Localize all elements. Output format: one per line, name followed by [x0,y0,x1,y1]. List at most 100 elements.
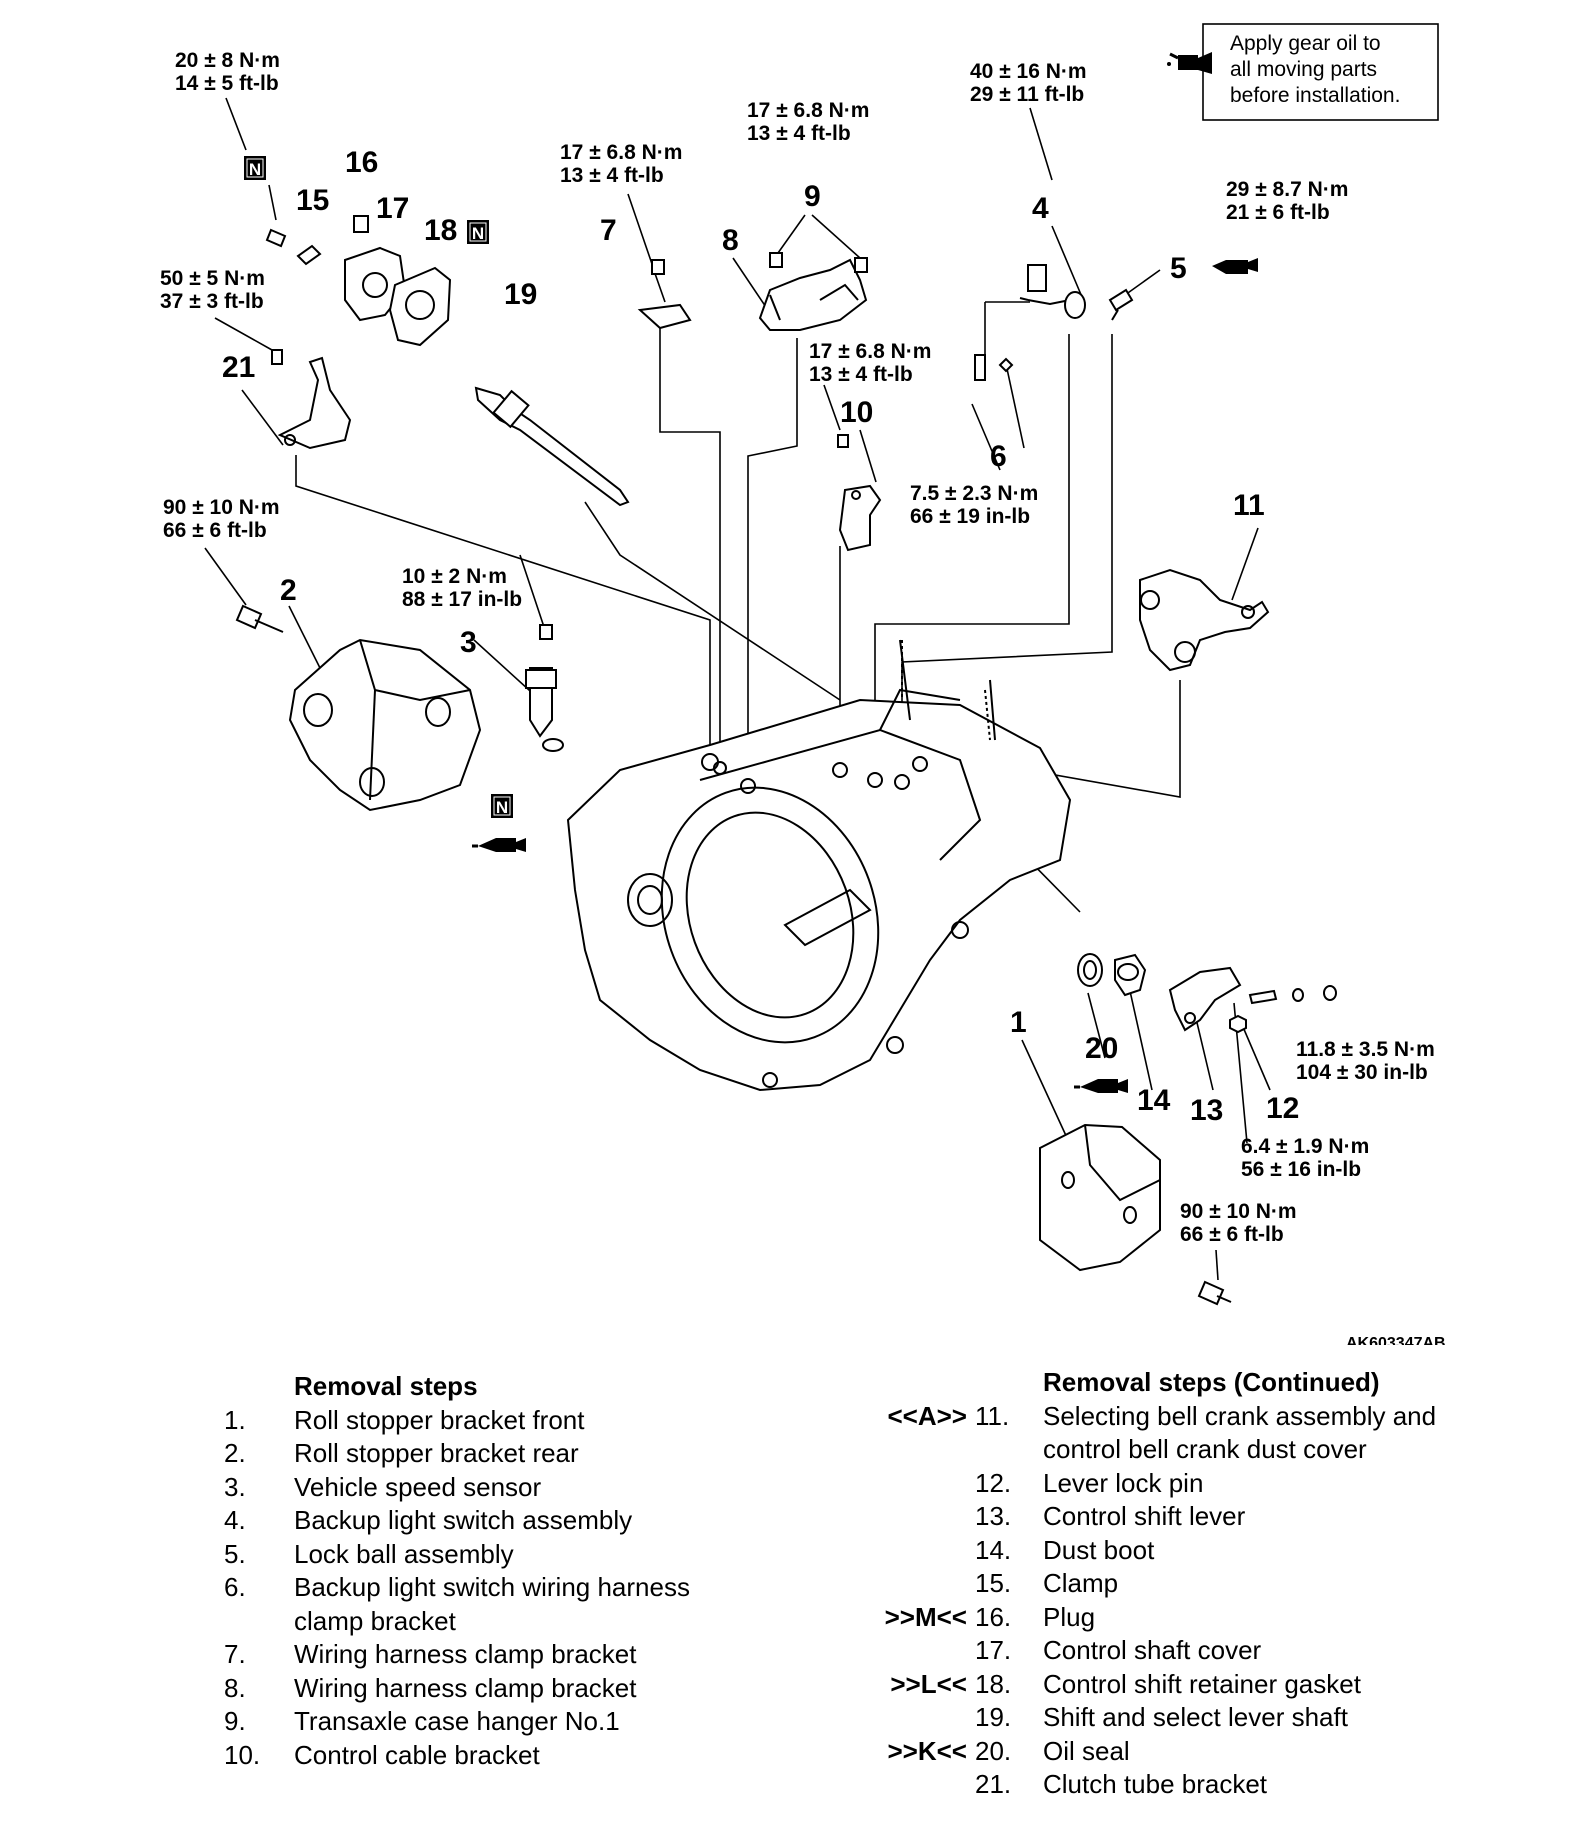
nut-12 [1229,1014,1247,1034]
step-row: 4. Backup light switch assembly [0,1504,820,1538]
step-marker: >>L<< [890,1668,967,1699]
step-row: >>K<<20.Oil seal [0,1735,1584,1769]
torque-118-nm: 11.8 ± 3.5 N·m [1296,1038,1435,1061]
step-text: Oil seal [1043,1735,1130,1766]
torque-10-nm: 10 ± 2 N·m [402,565,507,588]
step-text: Dust boot [1043,1534,1155,1565]
step-text: Roll stopper bracket rear [294,1438,579,1468]
callout-9: 9 [804,180,821,213]
step-text: Wiring harness clamp bracket [294,1672,637,1703]
torque-40-nm: 40 ± 16 N·m [970,60,1087,83]
svg-text:N: N [249,160,261,179]
callout-20: 20 [1085,1032,1118,1065]
new-part-markers: N N N [244,156,513,818]
torque-118-inlb: 104 ± 30 in-lb [1296,1061,1428,1084]
torque-20-nm: 20 ± 8 N·m [175,49,280,72]
step-number: 3. [224,1471,246,1502]
step-text: Selecting bell crank assembly and [1043,1400,1437,1431]
step-row: 9.Transaxle case hanger No.1 [0,1705,820,1739]
gear-oil-note: Apply gear oil to all moving parts befor… [1167,23,1439,121]
torque-17a-ftlb: 13 ± 4 ft-lb [560,164,664,187]
note-line-3: before installation. [1230,84,1400,107]
new-part-marker-gasket: N [467,220,489,244]
step-number: 18. [975,1668,1012,1699]
note-line-1: Apply gear oil to [1230,32,1381,55]
callout-8: 8 [722,224,739,257]
selecting-bell-crank [1139,568,1270,672]
torque-90a-ftlb: 66 ± 6 ft-lb [163,519,267,542]
callout-15: 15 [296,184,329,217]
callout-21: 21 [222,351,255,384]
roll-stopper-bracket-front [1039,1123,1161,1272]
step-row: <<A>>11.Selecting bell crank assembly an… [0,1400,1584,1434]
step-number: 14. [975,1534,1012,1565]
step-text: Control shift lever [1043,1501,1246,1531]
step-row: 5. Lock ball assembly [0,1538,820,1572]
torque-75-nm: 7.5 ± 2.3 N·m [910,482,1038,505]
step-number: 8. [224,1672,246,1703]
figure-id: AK603347AB [1346,1335,1446,1345]
clutch-tube-bracket [271,349,352,450]
oil-seal [1077,953,1103,987]
step-row: 6.Backup light switch wiring harness [0,1571,820,1605]
step-text: Lock ball assembly [294,1538,514,1569]
step-number: 6. [224,1572,246,1602]
callout-numbers: 1 2 3 4 5 6 7 8 9 10 11 12 13 14 15 16 1… [222,146,1299,1127]
callout-5: 5 [1170,252,1187,285]
clamp-15 [296,244,322,266]
step-row: 7.Wiring harness clamp bracket [0,1638,820,1672]
transaxle-case-hanger [758,252,868,331]
step-text: control bell crank dust cover [1043,1434,1367,1464]
oil-can-icon-5 [1212,258,1258,274]
step-row: >>L<<18.Control shift retainer gasket [0,1668,1584,1702]
removal-steps-left: Removal steps 1.Roll stopper bracket fro… [0,1370,820,1772]
step-text: Clutch tube bracket [1043,1769,1268,1799]
new-part-marker-oring: N [491,794,513,818]
step-text: Control shaft cover [1043,1635,1262,1665]
dust-boot [1114,953,1147,997]
step-text: Control cable bracket [294,1739,540,1770]
removal-steps-right: Removal steps (Continued) <<A>>11.Select… [0,1366,1584,1802]
backup-light-wiring-clamp [974,354,1014,381]
step-row: 19.Shift and select lever shaft [0,1701,1584,1735]
step-number: 5. [224,1538,246,1569]
step-row: 21.Clutch tube bracket [0,1768,1584,1802]
step-text: Transaxle case hanger No.1 [294,1706,620,1736]
control-shift-lever [1168,966,1242,1032]
torque-50-ftlb: 37 ± 3 ft-lb [160,290,264,313]
step-marker: <<A>> [887,1400,967,1431]
callout-12: 12 [1266,1092,1299,1125]
step-marker: >>K<< [887,1735,967,1766]
step-number: 19. [975,1702,1012,1732]
callout-11: 11 [1233,489,1265,522]
torque-50-nm: 50 ± 5 N·m [160,267,265,290]
note-line-2: all moving parts [1230,58,1377,81]
torque-17a-nm: 17 ± 6.8 N·m [560,141,682,164]
step-text: Clamp [1043,1568,1119,1598]
torque-64-inlb: 56 ± 16 in-lb [1241,1158,1361,1181]
bolt-15 [265,228,287,248]
plug-16 [353,215,369,233]
step-row: 12.Lever lock pin [0,1467,1584,1501]
exploded-diagram: Apply gear oil to all moving parts befor… [160,23,1446,1345]
torque-75-inlb: 66 ± 19 in-lb [910,505,1030,528]
step-text: Plug [1043,1601,1096,1632]
torque-17b-ftlb: 13 ± 4 ft-lb [747,122,851,145]
step-number: 12. [975,1467,1012,1498]
step-text: clamp bracket [294,1605,456,1636]
bolt-1 [1197,1280,1232,1306]
step-text: Roll stopper bracket front [294,1404,585,1435]
bolt-2 [235,604,284,633]
callout-4: 4 [1032,192,1049,225]
step-number: 4. [224,1505,246,1535]
step-text: Vehicle speed sensor [294,1471,542,1502]
step-row: >>M<<16.Plug [0,1601,1584,1635]
callout-6: 6 [990,440,1007,473]
step-row: 17.Control shaft cover [0,1634,1584,1668]
step-row: clamp bracket [0,1605,820,1639]
new-part-marker-bolt: N [244,156,266,180]
step-text: Backup light switch assembly [294,1505,633,1535]
callout-10: 10 [840,396,873,429]
control-shaft-cover [344,246,407,322]
step-number: 7. [224,1639,246,1669]
